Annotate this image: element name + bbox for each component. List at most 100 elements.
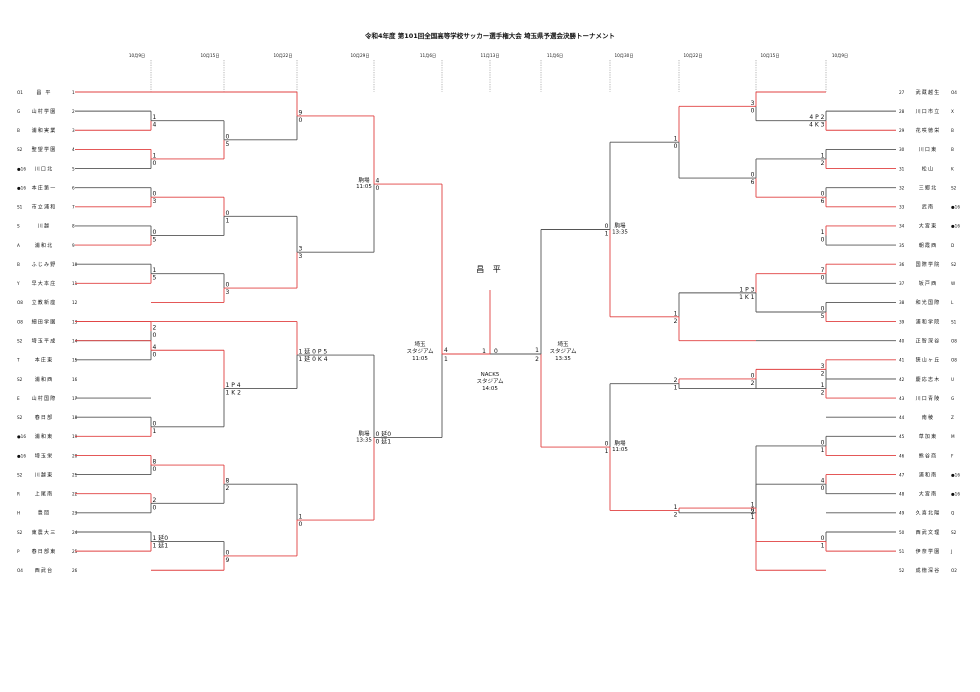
- left-r1-m5-score-bottom: 5: [153, 275, 157, 282]
- team-number: 35: [899, 243, 905, 248]
- left-final-venue: スタジアム: [406, 347, 434, 355]
- left-semi-score-bottom: 0: [376, 185, 380, 192]
- team-name: 山村国際: [32, 395, 57, 402]
- team-number: 5: [72, 166, 75, 171]
- team-name: 浦和学院: [916, 318, 941, 325]
- team-seed: ●16: [951, 472, 960, 477]
- team-name: 三郷北: [919, 184, 938, 191]
- team-seed: B: [951, 128, 954, 133]
- team-seed: A: [17, 243, 20, 248]
- team-number: 43: [899, 396, 905, 401]
- team-number: 15: [72, 358, 78, 363]
- team-name: 埼玉平成: [32, 337, 57, 344]
- right-r1-m4-score-bottom: 0: [821, 236, 825, 243]
- team-name: 本庄第一: [32, 184, 57, 191]
- left-final-score-bottom: 1: [444, 356, 448, 363]
- champion-name: 昌 平: [476, 265, 504, 274]
- team-number: 21: [72, 472, 78, 477]
- team-seed: ●16: [951, 205, 960, 210]
- right-r3-r1-score-top: 1: [674, 136, 678, 143]
- right-r2-q4-score-top: 0: [751, 372, 755, 379]
- right-r2-q4-score-bottom: 2: [751, 380, 755, 387]
- team-number: 26: [72, 568, 78, 573]
- final-venue: 14:05: [482, 386, 498, 392]
- team-seed: O8: [951, 338, 957, 343]
- right-r1-m11-score-top: 0: [821, 535, 825, 542]
- team-number: 30: [899, 147, 905, 152]
- team-name: 本庄東: [35, 357, 54, 364]
- team-name: 武蔵越生: [916, 89, 941, 96]
- right-r2-q5-score-bottom: 1: [751, 514, 755, 521]
- left-r2-q3-score-top: 0: [226, 282, 230, 289]
- right-semi-venue: 駒場: [614, 439, 626, 447]
- team-number: 24: [72, 530, 78, 535]
- page-title: 令和4年度 第101回全国高等学校サッカー選手権大会 埼玉県予選会決勝トーナメン…: [364, 32, 616, 40]
- team-name: 川口市立: [916, 108, 941, 115]
- right-r1-m10-score-bottom: 0: [821, 485, 825, 492]
- left-r1-m11-score-top: 1 延0: [153, 534, 169, 542]
- left-r1-m1-score-top: 1: [153, 114, 157, 121]
- team-seed: G: [17, 109, 20, 114]
- team-name: 春日部: [35, 414, 54, 421]
- right-final-score-top: 1: [535, 347, 539, 354]
- team-number: 32: [899, 185, 905, 190]
- right-r1-m5-score-bottom: 0: [821, 275, 825, 282]
- team-number: 13: [72, 319, 78, 324]
- team-seed: O1: [17, 90, 23, 95]
- team-name: 上尾南: [35, 491, 54, 498]
- left-r1-m5-score-top: 1: [153, 267, 157, 274]
- right-r1-m6-score-top: 0: [821, 305, 825, 312]
- team-name: 山村学園: [32, 108, 57, 115]
- date-label-right: 11月6日: [547, 53, 563, 59]
- team-number: 4: [72, 147, 75, 152]
- team-number: 38: [899, 300, 905, 305]
- right-r3-r2-score-bottom: 2: [674, 318, 678, 325]
- left-semi-score-top: 0 延0: [376, 430, 392, 438]
- right-semi-venue: 駒場: [614, 221, 626, 229]
- right-r2-q5-score-top: 0: [751, 506, 755, 513]
- team-name: 川越: [38, 223, 50, 230]
- left-r1-m6-score-top: 2: [153, 325, 157, 332]
- right-r3-r4-score-bottom: 2: [674, 511, 678, 518]
- right-semi-score-bottom: 1: [605, 230, 609, 237]
- final-score-right: 0: [494, 348, 498, 355]
- team-name: 正智深谷: [916, 337, 941, 344]
- team-number: 2: [72, 109, 75, 114]
- team-seed: Y: [16, 281, 20, 286]
- left-r2-q5-score-bottom: 2: [226, 485, 230, 492]
- right-r2-q2-score-bottom: 6: [751, 179, 755, 186]
- team-name: 川口青陵: [916, 395, 941, 402]
- team-name: 国際学院: [916, 261, 941, 268]
- team-name: 豊岡: [38, 510, 50, 517]
- right-r1-m4-score-top: 1: [821, 229, 825, 236]
- right-r2-q2-score-top: 0: [751, 172, 755, 179]
- team-number: 11: [72, 281, 78, 286]
- date-label-center: 11月13日: [480, 53, 499, 59]
- left-r2-q1-score-top: 0: [226, 133, 230, 140]
- team-seed: F: [951, 453, 954, 458]
- left-r1-m9-score-bottom: 0: [153, 466, 157, 473]
- team-name: 春日部東: [32, 548, 57, 555]
- left-semi-venue: 駒場: [358, 430, 370, 438]
- right-r3-r4-score-top: 1: [674, 504, 678, 511]
- date-label-right: 10月22日: [683, 53, 702, 59]
- team-seed: D: [951, 243, 954, 248]
- team-name: 朝霞西: [919, 243, 938, 249]
- left-r1-m8-score-top: 0: [153, 420, 157, 427]
- left-final-venue: 11:05: [412, 356, 428, 362]
- final-venue: NACK5: [481, 372, 500, 378]
- team-seed: S1: [951, 319, 957, 324]
- left-r1-m10-score-bottom: 0: [153, 504, 157, 511]
- left-r1-m6-score-bottom: 0: [153, 332, 157, 339]
- team-number: 16: [72, 377, 78, 382]
- team-seed: L: [951, 300, 954, 305]
- team-name: 西武台: [35, 567, 54, 574]
- team-number: 23: [72, 511, 78, 516]
- team-seed: S2: [951, 185, 957, 190]
- team-number: 25: [72, 549, 78, 554]
- right-r3-r2-score-top: 1: [674, 310, 678, 317]
- team-name: 川口東: [919, 146, 938, 153]
- team-seed: ●16: [17, 434, 26, 439]
- left-r2-q2-score-bottom: 1: [226, 217, 230, 224]
- left-semi-score-top: 4: [376, 178, 380, 185]
